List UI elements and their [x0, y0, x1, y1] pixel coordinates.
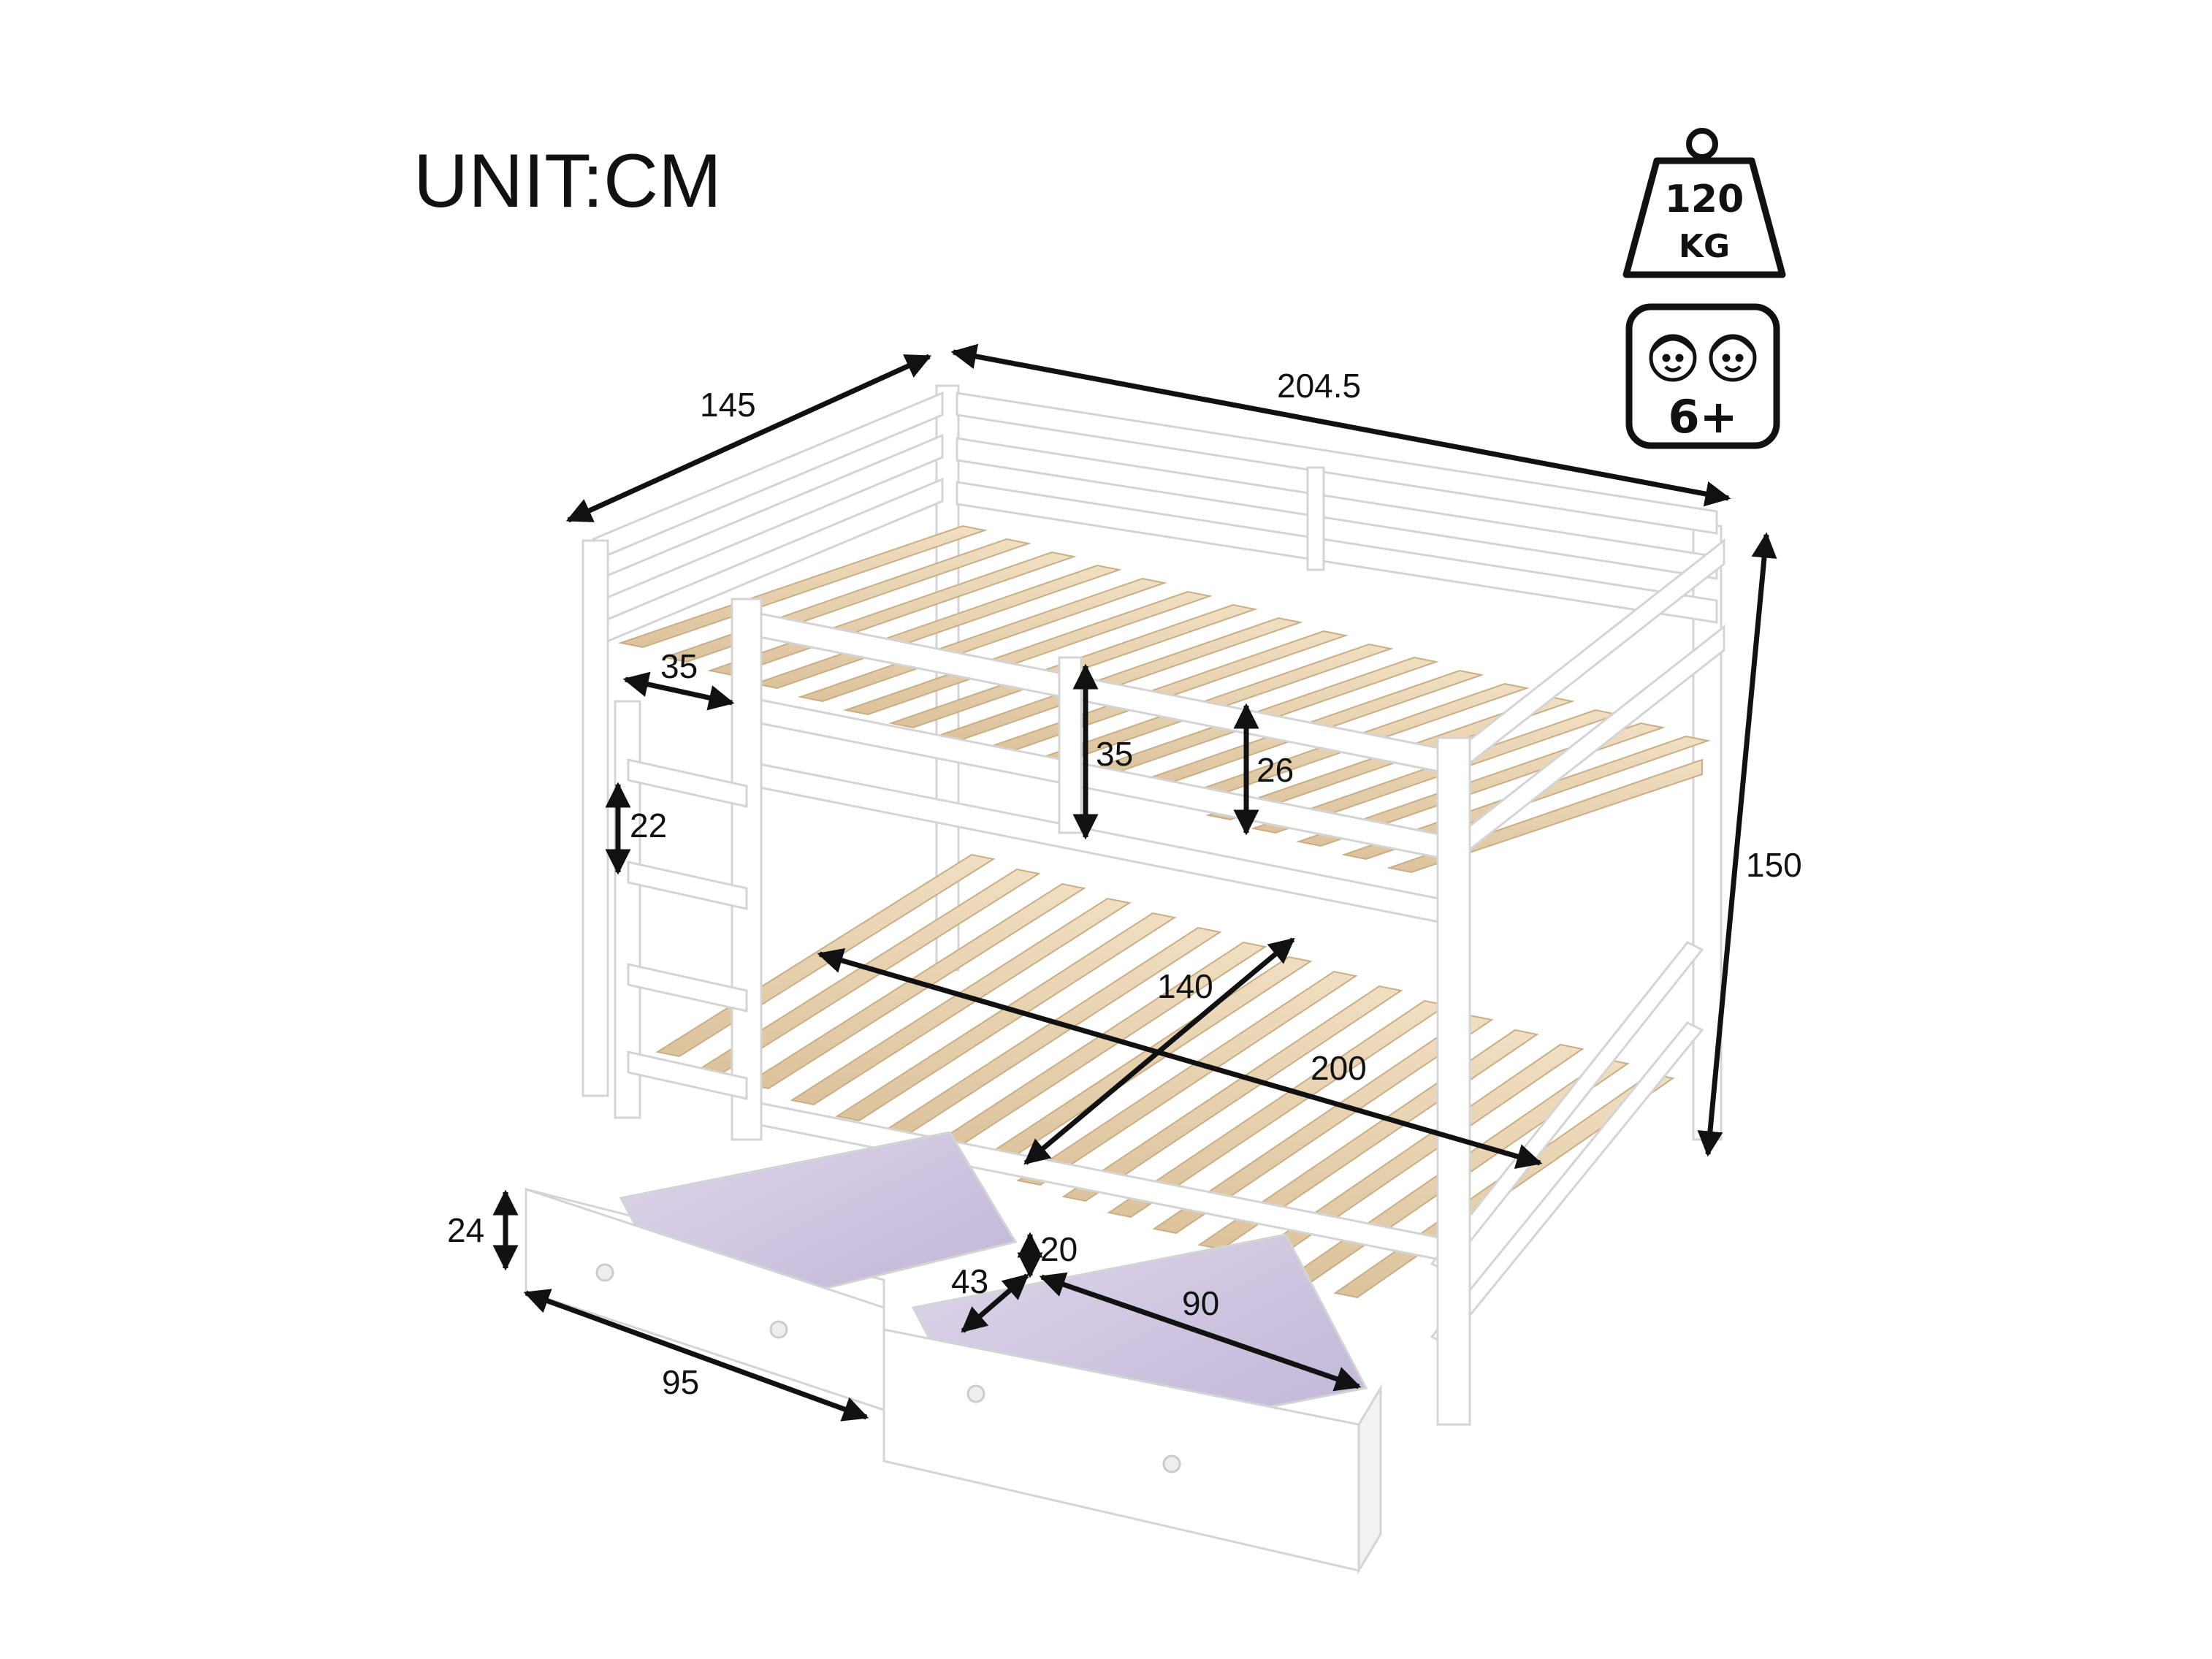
- label-drawer-depth: 43: [951, 1262, 988, 1300]
- label-drawer-inner-height: 20: [1040, 1230, 1078, 1268]
- weight-capacity-badge: 120 KG: [1622, 128, 1786, 278]
- label-drawer-inner-length: 90: [1182, 1284, 1219, 1322]
- weight-value: 120: [1665, 178, 1744, 221]
- arrow-overall-length: [950, 343, 1731, 507]
- label-overall-width: 145: [700, 386, 756, 424]
- weight-unit: KG: [1679, 228, 1730, 265]
- age-badge: 6+: [1625, 303, 1780, 449]
- dimension-labels: 145 204.5 150 35 35 26 22 140 200 24 20 …: [447, 367, 1802, 1401]
- ladder: [614, 700, 748, 1119]
- label-drawer-length: 95: [662, 1363, 699, 1401]
- arrow-overall-width: [565, 354, 932, 523]
- weight-icon: [1622, 128, 1786, 278]
- label-ladder-step: 22: [630, 806, 667, 844]
- label-mattress-length: 200: [1311, 1049, 1367, 1087]
- arrow-drawer-length: [523, 1289, 869, 1422]
- label-rail-gap: 26: [1256, 751, 1294, 789]
- arrow-overall-height: [1697, 532, 1777, 1157]
- arrow-drawer-depth: [961, 1273, 1029, 1333]
- arrow-ladder-width: [622, 671, 735, 711]
- label-drawer-height: 24: [447, 1211, 484, 1249]
- label-overall-length: 204.5: [1277, 367, 1361, 405]
- label-overall-height: 150: [1746, 846, 1802, 884]
- age-value: 6+: [1668, 390, 1737, 443]
- arrow-drawer-inner-length: [1039, 1272, 1362, 1392]
- unit-label: UNIT:CM: [413, 139, 722, 224]
- bunk-bed-illustration: [525, 384, 1725, 1575]
- arrow-mattress-length: [817, 947, 1543, 1170]
- dimension-arrows: [492, 343, 1777, 1422]
- label-guard-height: 35: [1096, 735, 1133, 773]
- label-mattress-width: 140: [1157, 967, 1213, 1005]
- label-ladder-width: 35: [660, 647, 698, 685]
